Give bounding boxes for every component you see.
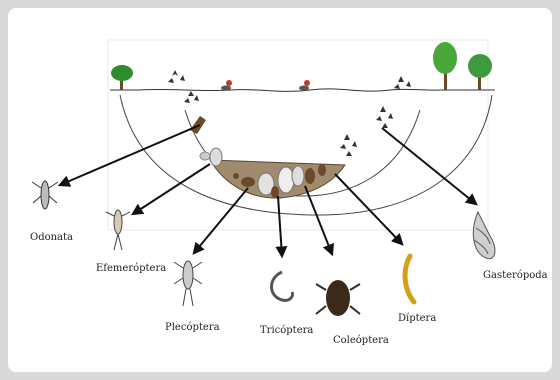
tree-icon-left — [111, 65, 133, 90]
aquatic-plant-icons — [168, 70, 411, 156]
arrow-to-tricoptera — [278, 196, 282, 256]
label-plecoptera: Plecóptera — [165, 322, 220, 333]
diptera-larva-icon — [405, 256, 414, 302]
label-coleoptera: Coleóptera — [333, 335, 389, 346]
arrow-to-gasteropoda — [382, 128, 476, 204]
label-odonata: Odonata — [30, 232, 73, 243]
arrow-to-coleoptera — [305, 186, 332, 254]
arrow-to-diptera — [335, 174, 402, 244]
stream-bed-outer — [120, 95, 492, 215]
arrow-to-odonata — [60, 125, 200, 185]
label-gasteropoda: Gasterópoda — [483, 270, 548, 281]
duck-icon-2 — [299, 80, 310, 91]
duck-icon-1 — [221, 80, 232, 91]
label-diptera: Díptera — [398, 313, 436, 324]
plecoptera-larva-icon — [174, 261, 202, 306]
gasteropoda-shell-icon — [473, 212, 495, 259]
arrow-to-efemeroptera — [133, 164, 210, 214]
label-tricoptera: Tricóptera — [260, 325, 313, 336]
tree-icon-right-1 — [433, 42, 457, 90]
arrow-to-plecoptera — [194, 188, 248, 253]
background-grid — [108, 40, 488, 230]
label-efemeroptera: Efemeróptera — [96, 263, 166, 274]
coleoptera-beetle-icon — [316, 280, 360, 316]
water-surface — [140, 89, 440, 92]
tricoptera-larva-icon — [272, 272, 293, 300]
odonata-larva-icon — [32, 181, 58, 209]
